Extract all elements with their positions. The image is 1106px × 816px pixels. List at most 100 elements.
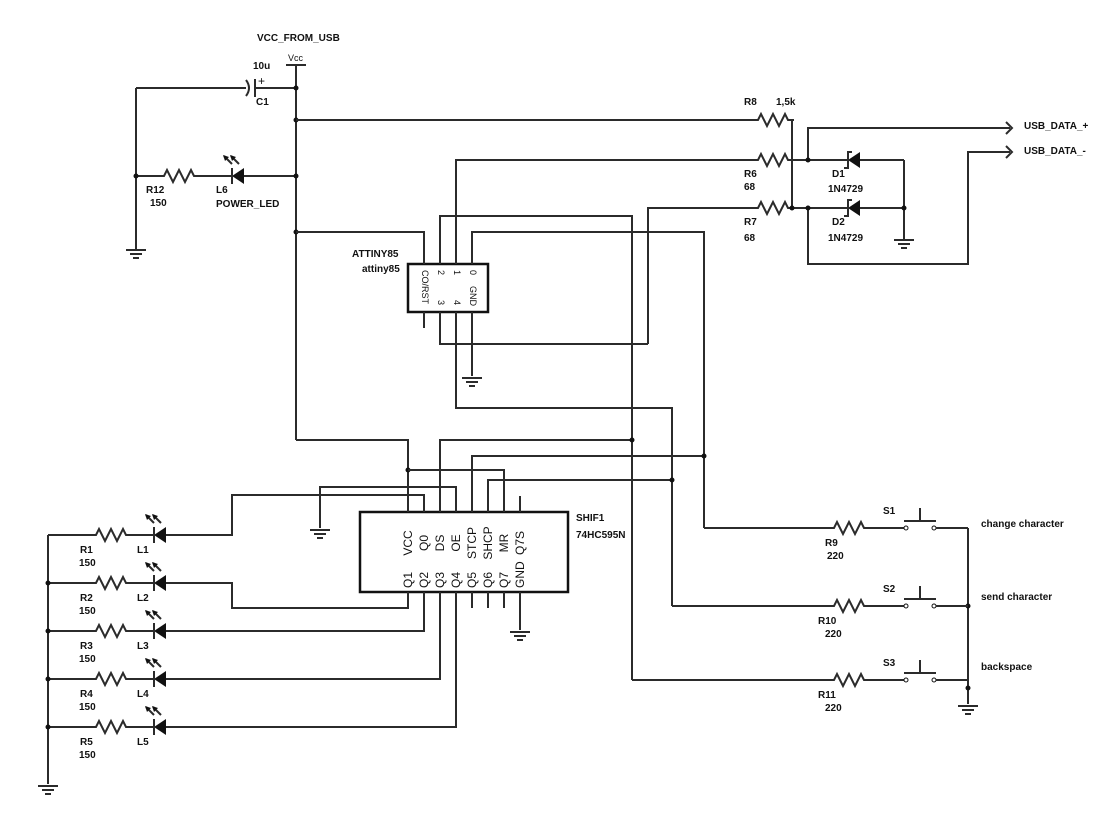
ground-icon <box>957 705 979 715</box>
r6-ref: R6 <box>744 169 757 180</box>
mcu-pin-4: 4 <box>452 300 462 305</box>
vcc-symbol-label: Vcc <box>288 53 304 63</box>
net-label-usb-data-plus: USB_DATA_+ <box>1024 121 1089 132</box>
d1-ref: D1 <box>832 169 845 180</box>
mcu-pin-gnd: GND <box>468 286 478 307</box>
resistor-ref: R4 <box>80 689 93 700</box>
button-function-label: send character <box>981 592 1052 603</box>
shift-pin-vcc: VCC <box>401 530 415 556</box>
resistor-value: 150 <box>79 750 96 761</box>
led-l1-icon <box>153 526 167 544</box>
net-label-usb-data-minus: USB_DATA_- <box>1024 146 1086 157</box>
light-emission-icon <box>144 609 162 620</box>
resistor-ref: R5 <box>80 737 93 748</box>
resistor-r12 <box>157 169 201 183</box>
light-emission-icon <box>144 705 162 716</box>
light-emission-icon <box>222 154 240 165</box>
resistor-r5 <box>89 720 133 734</box>
resistor-r2 <box>89 576 133 590</box>
r12-value: 150 <box>150 198 167 209</box>
d2-value: 1N4729 <box>828 233 863 244</box>
resistor-r9 <box>827 521 871 535</box>
capacitor-plus-sign: + <box>258 74 265 88</box>
shift-pin-q4: Q4 <box>449 572 463 588</box>
switch-contact <box>931 603 937 609</box>
capacitor-ref: C1 <box>256 97 269 108</box>
net-label-vcc-from-usb: VCC_FROM_USB <box>257 33 340 44</box>
led-ref: L4 <box>137 689 149 700</box>
ground-icon <box>893 239 915 249</box>
switch-contact <box>903 677 909 683</box>
resistor-r10 <box>827 599 871 613</box>
resistor-value: 150 <box>79 702 96 713</box>
mcu-pin-2: 2 <box>436 270 446 275</box>
switch-contact <box>903 525 909 531</box>
led-l3-icon <box>153 622 167 640</box>
resistor-ref: R1 <box>80 545 93 556</box>
attiny85-chip: ATTINY85 attiny85 CO/RST 2 1 0 3 4 GND <box>296 215 705 680</box>
resistor-value: 150 <box>79 654 96 665</box>
resistor-r8 <box>751 113 795 127</box>
mcu-pin-3: 3 <box>436 300 446 305</box>
mcu-pin-1: 1 <box>452 270 462 275</box>
r7-value: 68 <box>744 233 756 244</box>
usb-data-minus-port-icon <box>1005 145 1014 159</box>
light-emission-icon <box>144 561 162 572</box>
light-emission-icon <box>144 513 162 524</box>
resistor-r1 <box>89 528 133 542</box>
usb-data-plus-port-icon <box>1005 121 1014 135</box>
resistor-ref: R11 <box>818 690 836 701</box>
led-l2-icon <box>153 574 167 592</box>
l6-value: POWER_LED <box>216 199 279 210</box>
led-l5-icon <box>153 718 167 736</box>
switch-ref: S2 <box>883 584 896 595</box>
zener-d2-icon <box>848 200 860 216</box>
zener-d1-icon <box>848 152 860 168</box>
mcu-ref: ATTINY85 <box>352 249 399 260</box>
shift-pin-q2: Q2 <box>417 572 431 588</box>
d2-ref: D2 <box>832 217 845 228</box>
resistor-r4 <box>89 672 133 686</box>
resistor-ref: R2 <box>80 593 93 604</box>
mcu-value: attiny85 <box>362 264 400 275</box>
ground-icon <box>309 529 331 539</box>
shift-pin-q6: Q6 <box>481 572 495 588</box>
capacitor-value: 10u <box>253 61 270 72</box>
shift-pin-q7: Q7 <box>497 572 511 588</box>
r7-ref: R7 <box>744 217 757 228</box>
shift-pin-gnd: GND <box>513 561 527 588</box>
ground-icon <box>37 785 59 795</box>
button-function-label: change character <box>981 519 1064 530</box>
resistor-r6 <box>751 153 795 167</box>
l6-ref: L6 <box>216 185 228 196</box>
switch-contact <box>903 603 909 609</box>
switch-contact <box>931 677 937 683</box>
resistor-ref: R9 <box>825 538 838 549</box>
resistor-value: 220 <box>827 551 844 562</box>
usb-section: R8 1,5k R6 68 R7 68 D1 1N4729 D2 1N4729 … <box>296 97 1089 344</box>
ground-icon <box>125 249 147 259</box>
resistor-value: 150 <box>79 606 96 617</box>
mcu-pin-rst: CO/RST <box>420 270 430 305</box>
r12-ref: R12 <box>146 185 165 196</box>
shift-pin-q3: Q3 <box>433 572 447 588</box>
shift-pin-oe: OE <box>449 534 463 551</box>
shift-value: 74HC595N <box>576 530 625 541</box>
resistor-r11 <box>827 673 871 687</box>
shift-pin-q5: Q5 <box>465 572 479 588</box>
shift-pin-shcp: SHCP <box>481 526 495 559</box>
button-function-label: backspace <box>981 662 1033 673</box>
switch-contact <box>931 525 937 531</box>
resistor-r7 <box>751 201 795 215</box>
resistor-ref: R3 <box>80 641 93 652</box>
ground-icon <box>509 631 531 641</box>
shift-pin-q0: Q0 <box>417 535 431 551</box>
